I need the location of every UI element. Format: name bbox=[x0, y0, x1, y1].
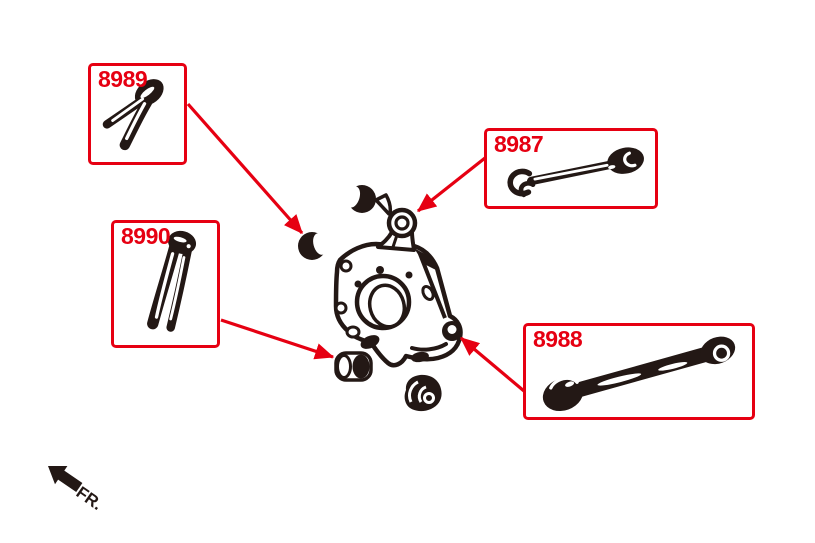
part-number-label-8989: 8989 bbox=[98, 66, 148, 92]
part-8987-illustration bbox=[507, 147, 644, 198]
lower-ball-bushing bbox=[298, 232, 327, 260]
callout-box-8989: 8989 bbox=[88, 63, 187, 165]
callout-box-8987: 8987 bbox=[484, 128, 658, 209]
lower-link-eye bbox=[442, 321, 462, 341]
arrow-8988-pointer bbox=[459, 336, 526, 393]
part-number-label-8987: 8987 bbox=[494, 131, 544, 157]
arrow-8989-pointer bbox=[186, 102, 304, 235]
hub-bore bbox=[354, 273, 412, 331]
upper-arm bbox=[374, 193, 418, 252]
upper-ball-bushing bbox=[345, 185, 376, 213]
callout-box-8988: 8988 bbox=[523, 323, 755, 420]
callout-box-8990: 8990 bbox=[111, 220, 220, 348]
front-direction-arrow: FR. bbox=[48, 466, 106, 514]
part-8988-illustration bbox=[542, 336, 736, 412]
part-number-label-8990: 8990 bbox=[121, 223, 171, 249]
bump-stop bbox=[404, 374, 442, 412]
part-8989-illustration bbox=[102, 79, 164, 151]
knuckle-body bbox=[333, 193, 463, 368]
arrow-8990-pointer bbox=[220, 318, 335, 360]
part-8990-illustration bbox=[147, 230, 197, 332]
front-direction-label: FR. bbox=[73, 483, 106, 514]
cylinder-bushing bbox=[334, 351, 373, 382]
knuckle-illustration bbox=[298, 185, 463, 412]
arrow-8987-pointer bbox=[416, 156, 486, 213]
part-number-label-8988: 8988 bbox=[533, 326, 583, 352]
